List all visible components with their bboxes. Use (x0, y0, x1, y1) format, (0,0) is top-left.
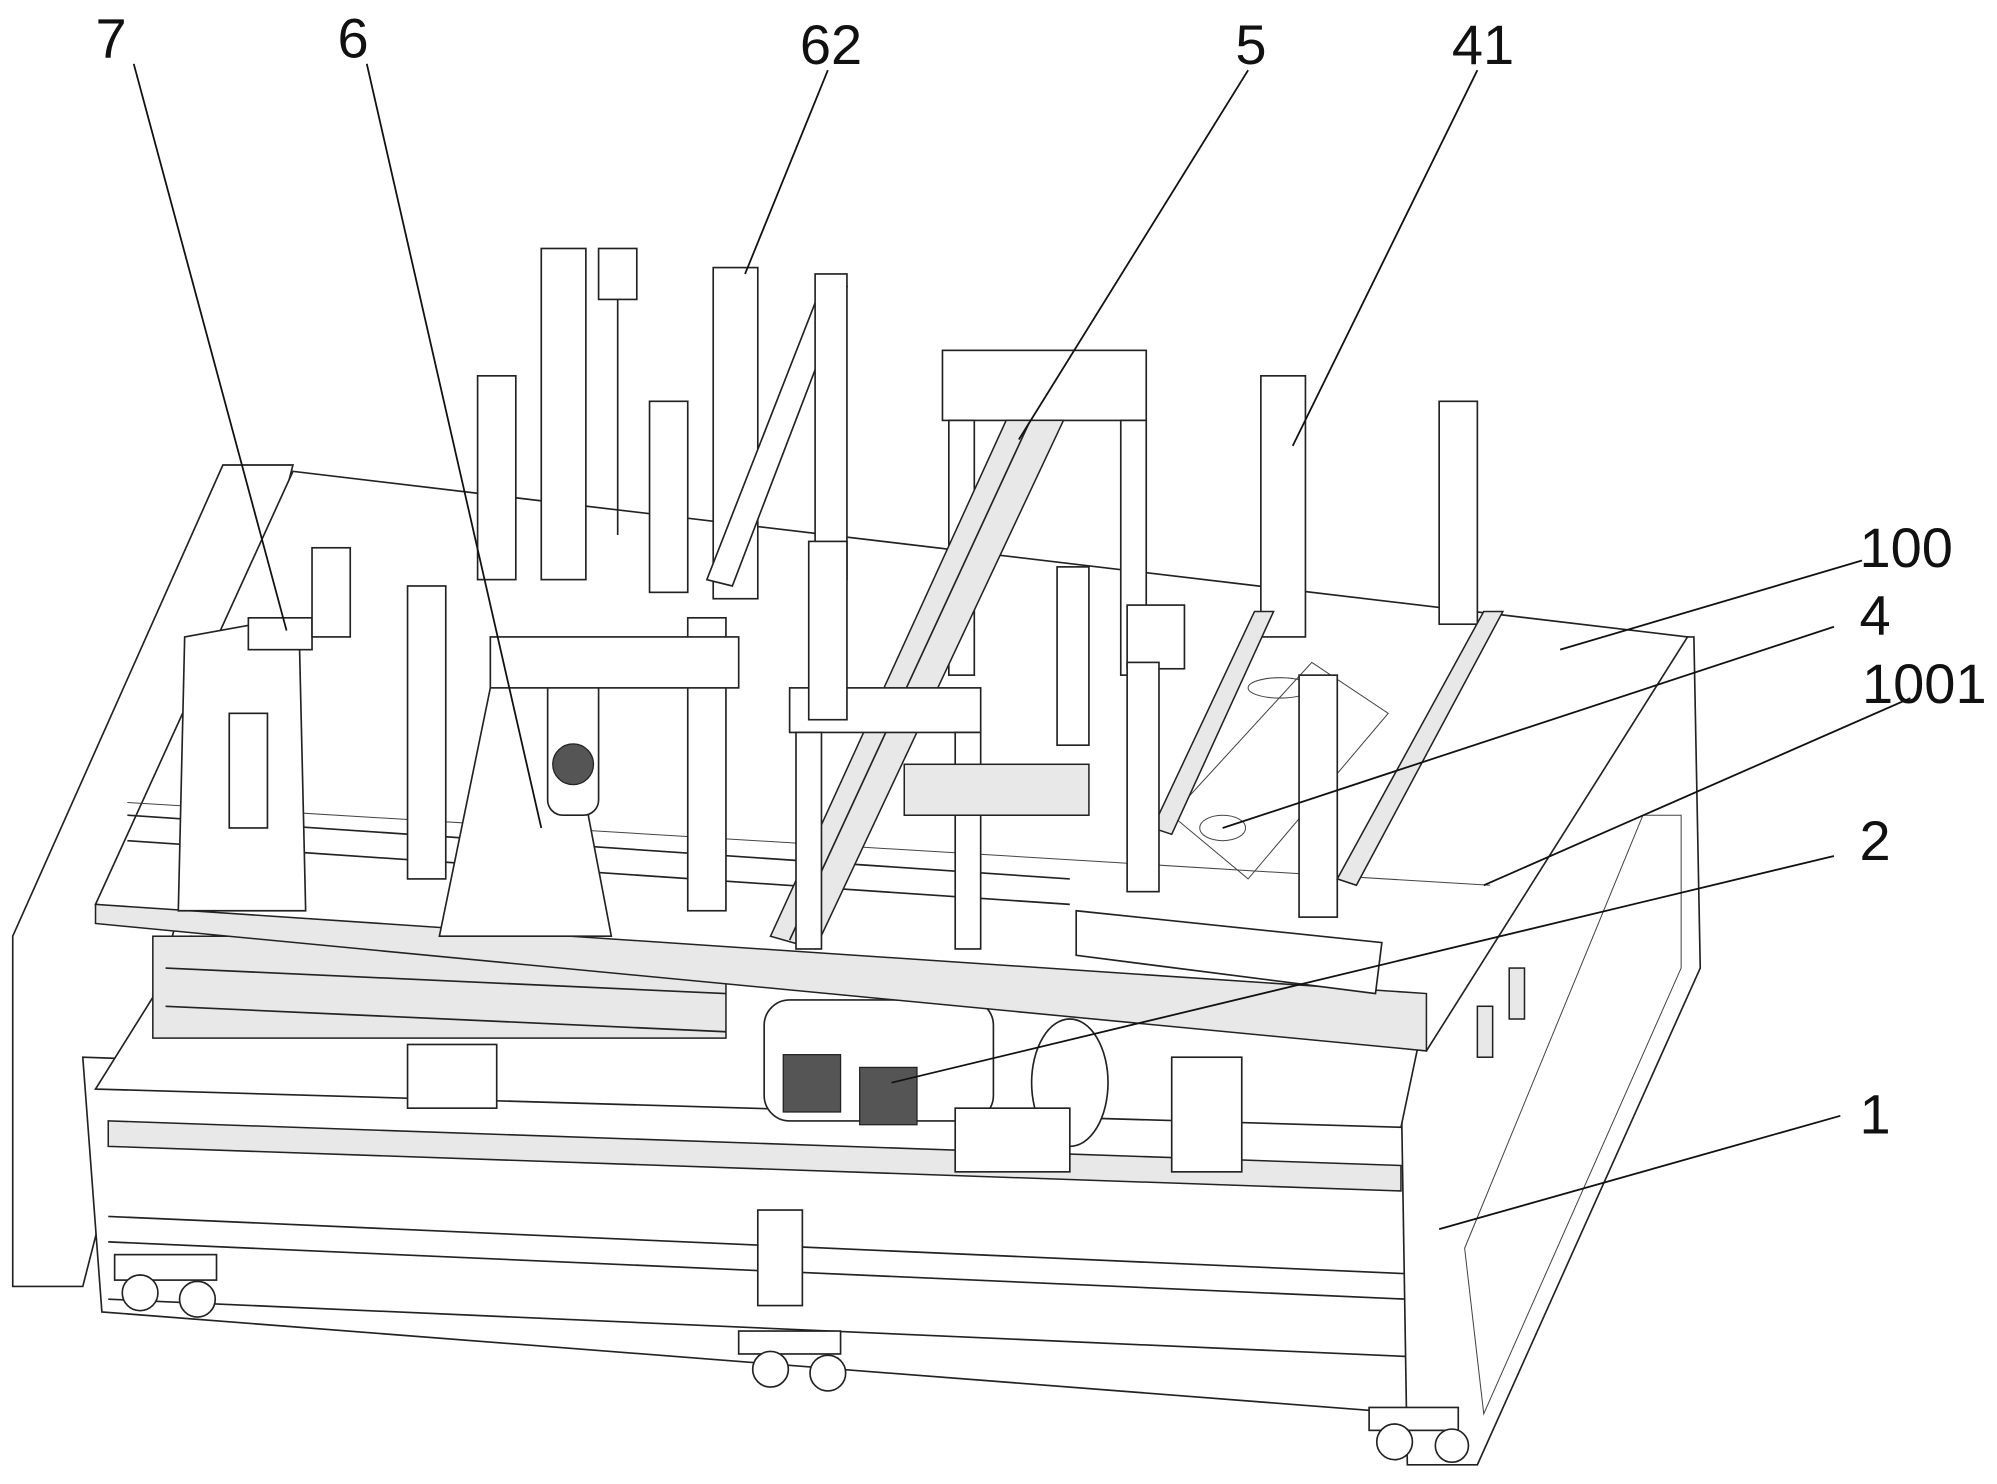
callout-62: 62 (800, 13, 862, 76)
callout-7: 7 (96, 6, 127, 69)
leader-41 (1293, 70, 1478, 446)
callout-100: 100 (1859, 516, 1952, 579)
callout-2: 2 (1859, 809, 1890, 872)
callout-5: 5 (1235, 13, 1266, 76)
leader-100 (1560, 561, 1862, 650)
callout-41: 41 (1452, 13, 1514, 76)
leader-62 (745, 70, 828, 274)
callout-6: 6 (338, 6, 369, 69)
callout-4: 4 (1859, 583, 1890, 646)
callout-1: 1 (1859, 1083, 1890, 1146)
callout-1001: 1001 (1862, 652, 1987, 715)
